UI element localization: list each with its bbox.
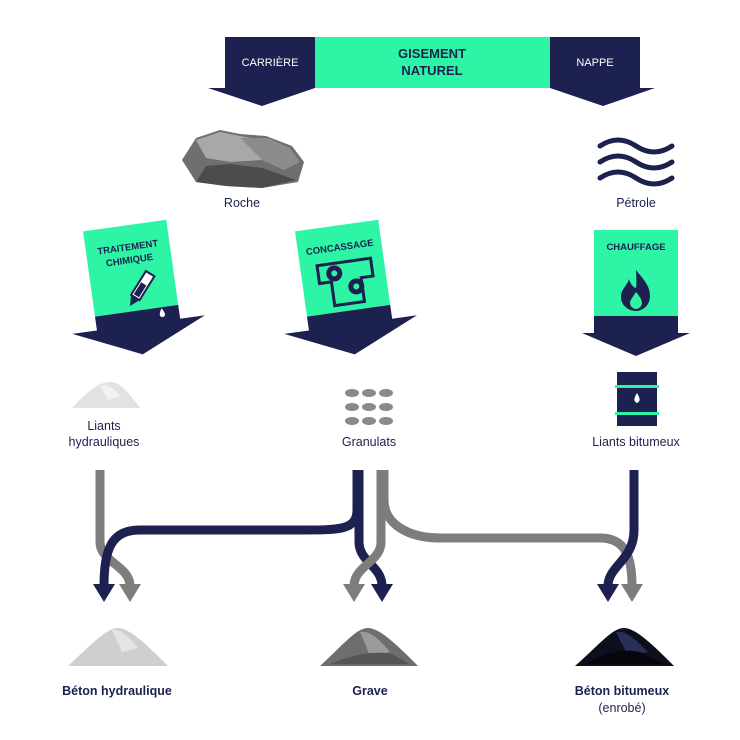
product-gravel-label: Grave xyxy=(352,684,387,698)
header-left-label: CARRIÈRE xyxy=(242,56,299,69)
header-right-tip xyxy=(550,88,655,106)
drop-icon xyxy=(159,308,166,318)
flow-bitumen-to-asphalt xyxy=(603,470,639,587)
flame-icon xyxy=(621,270,650,311)
flow-aggregates-to-gravel-b xyxy=(349,470,386,587)
header-left-tip xyxy=(208,88,315,106)
process-chemical-box xyxy=(83,219,179,317)
product-asphalt-label-line2: (enrobé) xyxy=(598,701,645,715)
flow-binders-to-concrete xyxy=(95,470,135,587)
flow-arrows xyxy=(95,470,639,587)
binders-label-line2: hydrauliques xyxy=(69,435,140,449)
process-crushing-box xyxy=(295,219,391,317)
product-asphalt-label-line1: Béton bitumeux xyxy=(575,684,669,698)
header-right-label: NAPPE xyxy=(576,57,613,69)
aggregates-icon xyxy=(345,389,393,425)
flow-aggregates-to-asphalt xyxy=(379,470,637,587)
bitumen-label: Liants bitumeux xyxy=(592,435,680,449)
binders-label-line1: Liants xyxy=(87,419,120,433)
dropper-icon xyxy=(129,269,156,306)
crusher-icon xyxy=(315,256,375,308)
process-heating-label: CHAUFFAGE xyxy=(606,242,665,253)
process-heating-arrow xyxy=(582,316,690,356)
concrete-pile-icon xyxy=(68,628,168,666)
process-heating: CHAUFFAGE xyxy=(582,230,690,356)
asphalt-pile-icon xyxy=(575,628,674,666)
flow-aggregates-to-concrete xyxy=(99,470,362,587)
process-crushing: CONCASSAGE xyxy=(284,219,417,355)
process-crushing-arrow xyxy=(284,304,417,355)
process-chemical: TRAITEMENT CHIMIQUE xyxy=(72,219,205,355)
powder-pile-icon xyxy=(72,382,140,408)
oil-label: Pétrole xyxy=(616,196,656,210)
aggregates-label: Granulats xyxy=(342,435,396,449)
header-right-body xyxy=(550,37,640,88)
arrowheads xyxy=(93,584,643,602)
header-center-line1: GISEMENT xyxy=(398,46,466,61)
oil-waves-icon xyxy=(597,137,675,187)
rock-label: Roche xyxy=(224,196,260,210)
gravel-pile-icon xyxy=(320,628,418,666)
barrel-icon xyxy=(615,372,659,426)
header-center-line2: NATUREL xyxy=(401,63,462,78)
header-banner: CARRIÈRE GISEMENT NATUREL NAPPE xyxy=(208,37,655,106)
header-center-box xyxy=(315,37,550,88)
process-chemical-arrow xyxy=(72,304,205,355)
header-left-body xyxy=(225,37,315,88)
rock-icon xyxy=(182,130,304,188)
product-concrete-label: Béton hydraulique xyxy=(62,684,172,698)
